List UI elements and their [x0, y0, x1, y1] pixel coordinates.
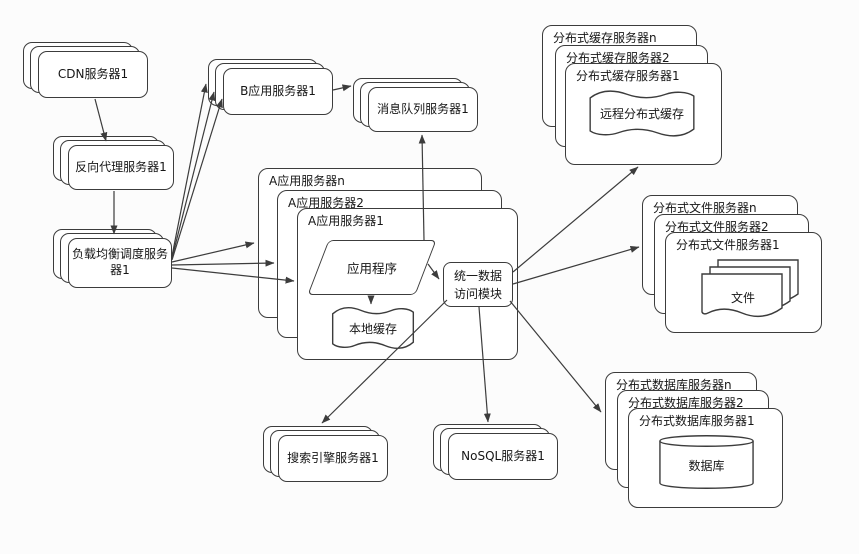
node-dist-file-1-label: 分布式文件服务器1 [676, 238, 780, 252]
node-unified-data-access: 统一数据访问模块 [443, 262, 513, 307]
edge-appb-to-mq [332, 84, 352, 92]
node-dist-cache-2-label: 分布式缓存服务器2 [566, 51, 670, 65]
edge-lb-to-appa-n [171, 241, 255, 263]
node-dist-db-n-label: 分布式数据库服务器n [616, 378, 732, 392]
node-dist-db-1-label: 分布式数据库服务器1 [639, 414, 755, 428]
node-dist-file-2-label: 分布式文件服务器2 [665, 220, 769, 234]
node-app-server-b-label: B应用服务器1 [223, 68, 333, 115]
edge-lb-to-appb-2 [171, 91, 216, 259]
node-application: 应用程序 [307, 240, 437, 295]
node-dist-db-2-label: 分布式数据库服务器2 [628, 396, 744, 410]
edge-cdn-to-proxy [94, 98, 108, 142]
node-load-balancer: 负载均衡调度服务器1 [53, 229, 172, 288]
node-dist-cache-1-label: 分布式缓存服务器1 [576, 69, 680, 83]
node-app-server-a-n-label: A应用服务器n [269, 174, 345, 188]
edge-lb-to-appb-3 [171, 98, 223, 261]
node-remote-cache: 远程分布式缓存 [588, 86, 696, 141]
node-reverse-proxy: 反向代理服务器1 [53, 136, 174, 190]
node-local-cache: 本地缓存 [331, 303, 415, 353]
edge-lb-to-appb-1 [171, 83, 208, 257]
node-files-label: 文件 [730, 290, 755, 305]
node-database: 数据库 [658, 430, 755, 494]
cylinder-shape [658, 430, 755, 494]
node-search-engine-label: 搜索引擎服务器1 [278, 435, 388, 482]
node-dist-file-n-label: 分布式文件服务器n [653, 201, 757, 215]
tape-shape [588, 86, 696, 141]
node-app-server-b: B应用服务器1 [208, 59, 333, 115]
node-files: 文件 [700, 258, 800, 324]
node-message-queue: 消息队列服务器1 [353, 78, 478, 132]
node-local-cache-label: 本地缓存 [348, 321, 397, 336]
node-unified-data-access-label: 统一数据访问模块 [453, 268, 502, 301]
documents-shape [700, 258, 800, 324]
edge-module-to-dist-cache [512, 166, 639, 273]
node-nosql-label: NoSQL服务器1 [448, 433, 558, 480]
node-message-queue-label: 消息队列服务器1 [368, 87, 478, 132]
edge-module-to-dist-db [509, 300, 602, 413]
node-remote-cache-label: 远程分布式缓存 [599, 107, 684, 121]
node-reverse-proxy-label: 反向代理服务器1 [68, 145, 174, 190]
node-cdn: CDN服务器1 [23, 42, 148, 98]
node-load-balancer-label: 负载均衡调度服务器1 [68, 238, 172, 288]
node-nosql: NoSQL服务器1 [433, 424, 558, 480]
node-application-label: 应用程序 [346, 261, 397, 276]
edge-module-to-dist-file [512, 246, 640, 285]
node-search-engine: 搜索引擎服务器1 [263, 426, 388, 482]
node-dist-cache-n-label: 分布式缓存服务器n [553, 31, 657, 45]
node-app-server-a-1-label: A应用服务器1 [308, 214, 384, 228]
node-cdn-label: CDN服务器1 [38, 51, 148, 98]
node-database-label: 数据库 [688, 458, 725, 473]
node-app-server-a-2-label: A应用服务器2 [288, 196, 364, 210]
